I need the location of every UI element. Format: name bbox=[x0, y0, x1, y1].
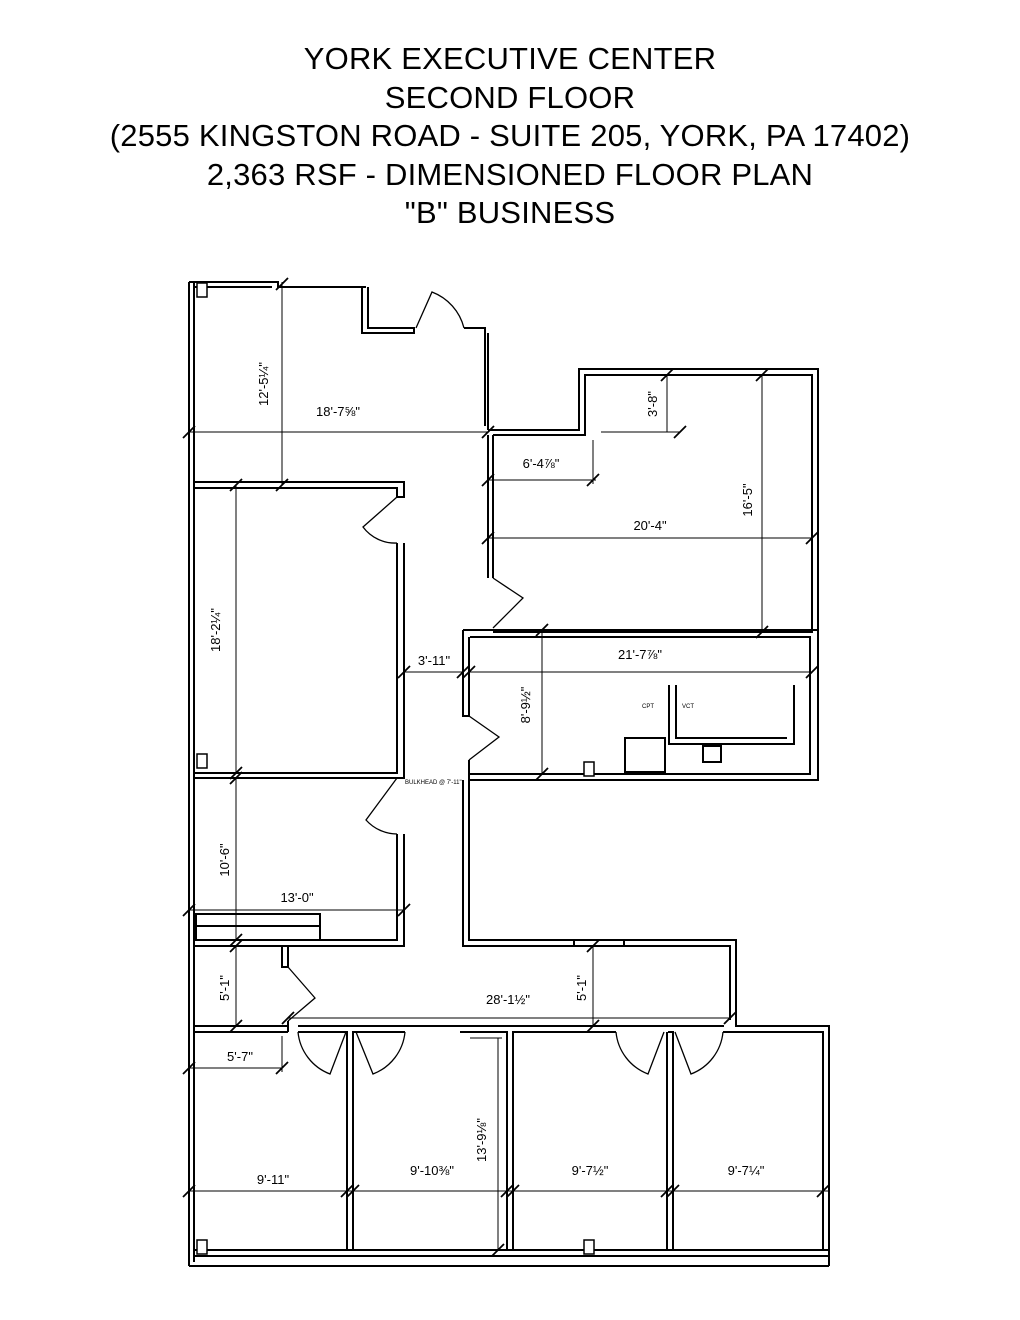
column-s bbox=[583, 1239, 595, 1255]
kitchen-outer bbox=[463, 629, 819, 781]
dim-18-2: 18'-2¼" bbox=[208, 608, 223, 652]
corridor-wall-inner bbox=[468, 780, 574, 941]
east-wall bbox=[624, 939, 830, 1266]
dim-10-6: 10'-6" bbox=[217, 843, 232, 877]
dim-12-5: 12'-5¼" bbox=[256, 362, 271, 406]
office-divider-3 bbox=[666, 1031, 674, 1251]
door-office-d bbox=[674, 1031, 724, 1075]
north-wall-right bbox=[464, 327, 486, 426]
dim-3-8: 3'-8" bbox=[645, 391, 660, 417]
dim-5-7: 5'-7" bbox=[227, 1049, 253, 1064]
dim-18-7: 18'-7⅝" bbox=[316, 404, 360, 419]
door-office bbox=[365, 777, 398, 835]
door-conference bbox=[362, 496, 398, 544]
dim-20-4: 20'-4" bbox=[633, 518, 667, 533]
conf-north-wall bbox=[194, 481, 405, 498]
title-line-1: YORK EXECUTIVE CENTER bbox=[303, 41, 717, 76]
ne-room-outer bbox=[488, 368, 819, 638]
north-alcove bbox=[361, 287, 415, 334]
dim-5-1a: 5'-1" bbox=[217, 975, 232, 1001]
dim-28-1: 28'-1½" bbox=[486, 992, 530, 1007]
columns bbox=[196, 282, 595, 1255]
door-office-a bbox=[297, 1031, 347, 1075]
title-line-3: (2555 KINGSTON ROAD - SUITE 205, YORK, P… bbox=[109, 118, 911, 153]
bulkhead-note: BULKHEAD @ 7'-11" bbox=[405, 780, 462, 786]
ne-room-inner bbox=[493, 374, 813, 633]
kitchen-inner bbox=[470, 636, 811, 775]
dim-9-10: 9'-10⅜" bbox=[410, 1163, 454, 1178]
doors bbox=[287, 291, 724, 1075]
walls bbox=[188, 281, 830, 1267]
floor-note-vct: VCT bbox=[682, 704, 694, 710]
door-entry bbox=[415, 291, 465, 329]
title-line-4: 2,363 RSF - DIMENSIONED FLOOR PLAN bbox=[206, 156, 814, 192]
door-office-c bbox=[615, 1031, 665, 1075]
column-w bbox=[196, 753, 208, 769]
dim-13-0: 13'-0" bbox=[280, 890, 314, 905]
counter-inner bbox=[675, 685, 787, 739]
dim-9-11: 9'-11" bbox=[257, 1172, 290, 1187]
counter-top bbox=[668, 685, 795, 745]
office-east-wall bbox=[194, 834, 405, 947]
door-utility bbox=[287, 966, 316, 1022]
dim-16-5: 16'-5" bbox=[740, 483, 755, 517]
utility-wall bbox=[281, 946, 289, 968]
north-wall-left bbox=[189, 281, 366, 288]
title-line-2: SECOND FLOOR bbox=[384, 79, 636, 115]
column-nw bbox=[196, 282, 208, 298]
refrigerator bbox=[624, 737, 666, 773]
corridor-wall bbox=[462, 780, 574, 947]
dim-5-1b: 5'-1" bbox=[574, 975, 589, 1001]
east-wall-inner bbox=[624, 945, 731, 1020]
dim-9-7b: 9'-7¼" bbox=[728, 1163, 765, 1178]
sink bbox=[702, 745, 722, 763]
dim-21-7: 21'-7⅞" bbox=[618, 647, 662, 662]
dim-8-9: 8'-9½" bbox=[518, 686, 533, 723]
dimension-lines bbox=[189, 282, 829, 1250]
dim-6-4: 6'-4⅞" bbox=[523, 456, 560, 471]
door-kitchen bbox=[468, 715, 501, 761]
plan-title: YORK EXECUTIVE CENTER SECOND FLOOR (2555… bbox=[0, 40, 1020, 233]
dimension-ticks bbox=[182, 277, 830, 1257]
office-east-inner bbox=[723, 1031, 824, 1250]
conf-east-wall-outer bbox=[194, 543, 405, 779]
dim-9-7a: 9'-7½" bbox=[572, 1163, 609, 1178]
floor-note-cpt: CPT bbox=[642, 704, 654, 710]
dim-3-11: 3'-11" bbox=[418, 653, 451, 668]
conf-east-wall bbox=[194, 543, 398, 774]
door-office-b bbox=[355, 1031, 406, 1075]
door-ne-room bbox=[492, 577, 525, 629]
title-line-5: "B" BUSINESS bbox=[404, 195, 616, 230]
dimension-labels: 12'-5¼" 18'-7⅝" 3'-8" 6'-4⅞" 16'-5" 20'-… bbox=[208, 362, 765, 1187]
column-kitchen bbox=[583, 761, 595, 777]
dim-13-9: 13'-9⅛" bbox=[474, 1118, 489, 1162]
column-sw bbox=[196, 1239, 208, 1255]
